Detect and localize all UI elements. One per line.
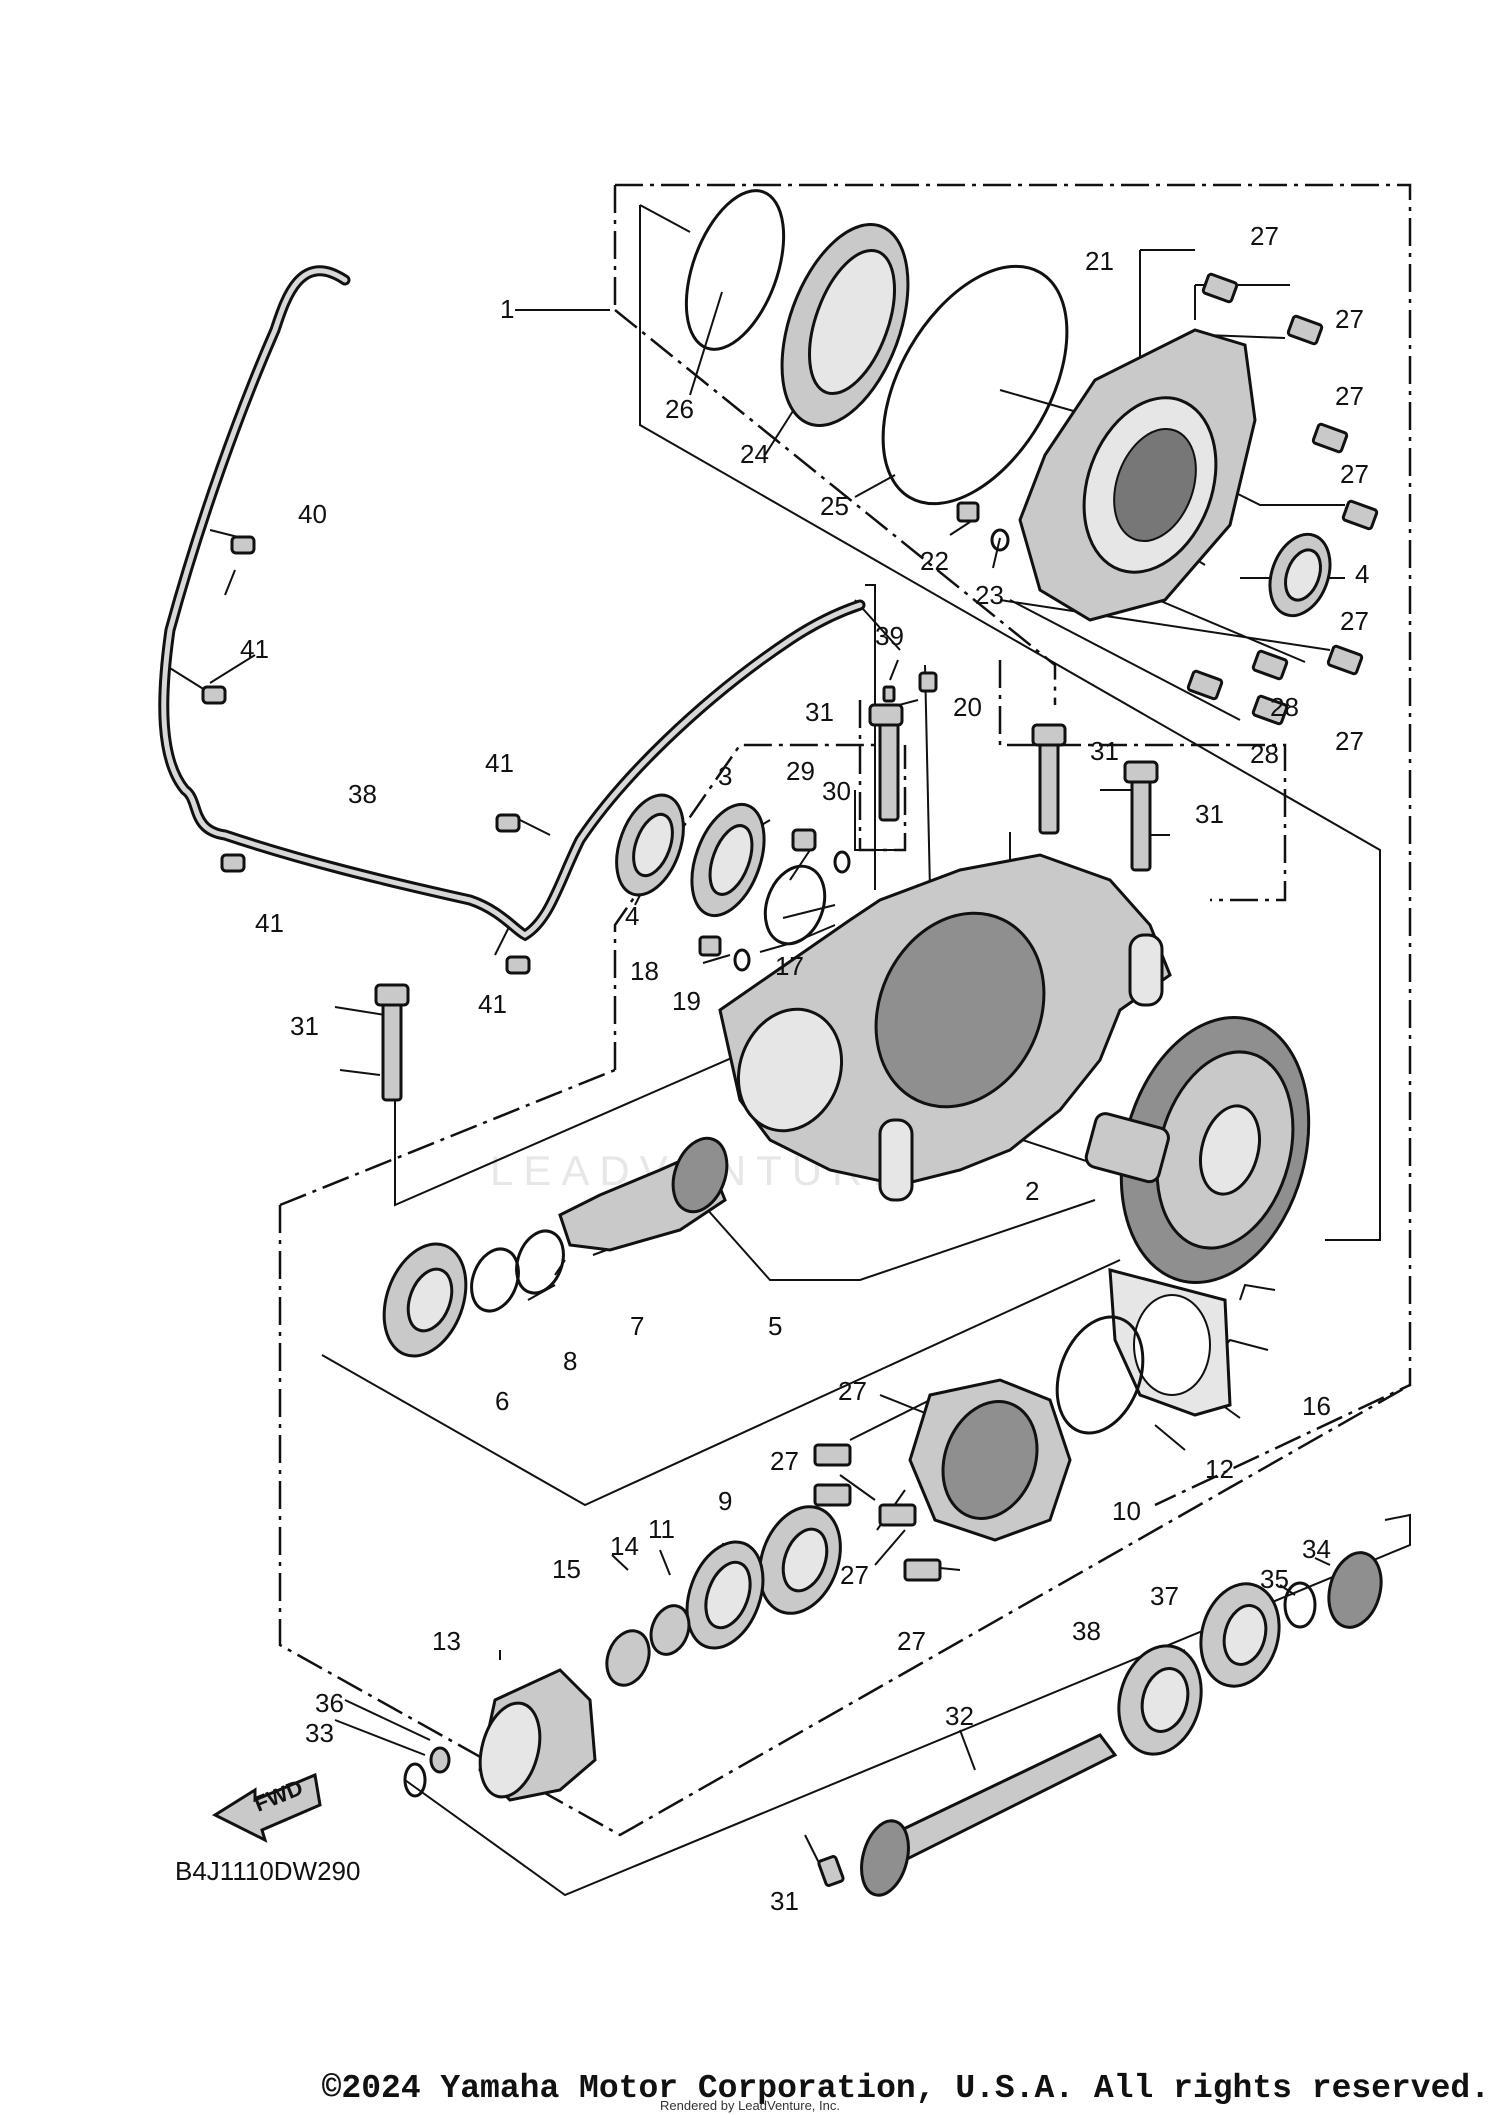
callout-27: 27 <box>1335 726 1364 756</box>
callout-31: 31 <box>290 1011 319 1041</box>
callout-2: 2 <box>1025 1176 1039 1206</box>
callout-41: 41 <box>478 989 507 1019</box>
callout-31: 31 <box>1090 736 1119 766</box>
callout-34: 34 <box>1302 1534 1331 1564</box>
group-outlines <box>278 183 1412 1837</box>
hose-clips <box>201 535 531 975</box>
callout-31: 31 <box>770 1886 799 1916</box>
callout-9: 9 <box>718 1486 732 1516</box>
callout-1: 1 <box>500 294 514 324</box>
callout-11: 11 <box>648 1514 675 1544</box>
callout-33: 33 <box>305 1718 334 1748</box>
callout-27: 27 <box>1335 304 1364 334</box>
callout-31: 31 <box>1195 799 1224 829</box>
callout-19: 19 <box>672 986 701 1016</box>
callout-35: 35 <box>1260 1564 1289 1594</box>
callout-41: 41 <box>485 748 514 778</box>
callout-27: 27 <box>840 1560 869 1590</box>
callout-28: 28 <box>1250 739 1279 769</box>
callout-21: 21 <box>1085 246 1114 276</box>
rendered-by-text: Rendered by LeadVenture, Inc. <box>660 2098 840 2113</box>
callout-18: 18 <box>630 956 659 986</box>
callout-13: 13 <box>432 1626 461 1656</box>
callout-39: 39 <box>875 621 904 651</box>
callout-36: 36 <box>315 1688 344 1718</box>
callout-23: 23 <box>975 580 1004 610</box>
callout-38: 38 <box>1072 1616 1101 1646</box>
callout-8: 8 <box>563 1346 577 1376</box>
callout-24: 24 <box>740 439 769 469</box>
callout-17: 17 <box>775 951 804 981</box>
callout-20: 20 <box>953 692 982 722</box>
callout-26: 26 <box>665 394 694 424</box>
callout-27: 27 <box>770 1446 799 1476</box>
callout-27: 27 <box>1250 221 1279 251</box>
callout-32: 32 <box>945 1701 974 1731</box>
callout-41: 41 <box>255 908 284 938</box>
callout-27: 27 <box>1340 459 1369 489</box>
callout-4: 4 <box>1355 559 1369 589</box>
callout-38: 38 <box>348 779 377 809</box>
callout-41: 41 <box>240 634 269 664</box>
callout-28: 28 <box>1270 692 1299 722</box>
callout-41: 41 <box>0 0 29 6</box>
callout-30: 30 <box>822 776 851 806</box>
callout-6: 6 <box>495 1386 509 1416</box>
callout-22: 22 <box>920 546 949 576</box>
callout-27: 27 <box>1340 606 1369 636</box>
differential-case-group <box>374 671 1311 1284</box>
callout-3: 3 <box>718 761 732 791</box>
output-shaft-group <box>382 1229 1383 1897</box>
callout-40: 40 <box>298 499 327 529</box>
callout-37: 37 <box>1150 1581 1179 1611</box>
callout-27: 27 <box>1335 381 1364 411</box>
callout-4: 4 <box>625 901 639 931</box>
callout-31: 31 <box>805 697 834 727</box>
callout-25: 25 <box>820 491 849 521</box>
callout-10: 10 <box>1112 1496 1141 1526</box>
callout-16: 16 <box>1302 1391 1331 1421</box>
callout-27: 27 <box>838 1376 867 1406</box>
copyright-text: ©2024 Yamaha Motor Corporation, U.S.A. A… <box>321 2070 1490 2107</box>
diagram-code: B4J1110DW290 <box>175 1856 360 1886</box>
callout-27: 27 <box>897 1626 926 1656</box>
fwd-arrow: FWD <box>211 1772 322 1843</box>
callout-14: 14 <box>610 1531 639 1561</box>
callout-15: 15 <box>552 1554 581 1584</box>
callout-29: 29 <box>786 756 815 786</box>
callout-12: 12 <box>1205 1454 1234 1484</box>
callout-5: 5 <box>768 1311 782 1341</box>
bearing-housing-group <box>684 189 1379 726</box>
callout-7: 7 <box>630 1311 644 1341</box>
